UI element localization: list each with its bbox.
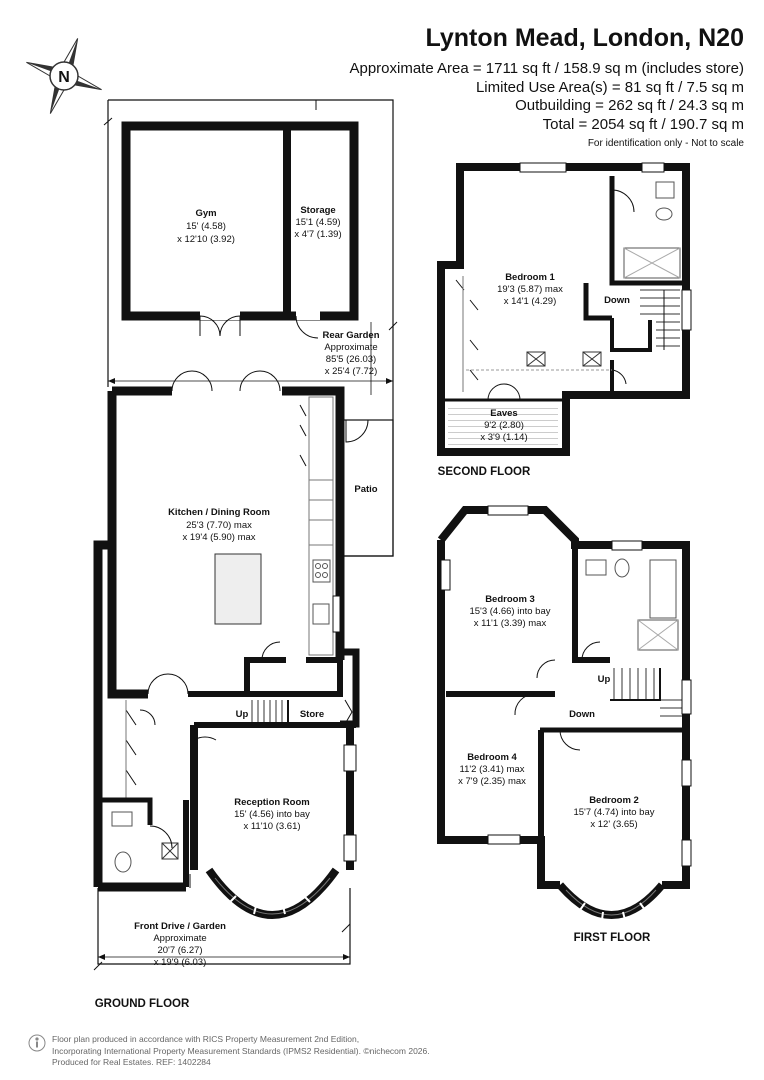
footer-line-2: Incorporating International Property Mea… xyxy=(52,1045,430,1056)
bedroom3-label: Bedroom 3 xyxy=(485,594,535,605)
eaves-dim1: 9'2 (2.80) xyxy=(484,420,524,431)
gym-dim1: 15' (4.58) xyxy=(186,221,226,232)
reception-dim2: x 11'10 (3.61) xyxy=(243,821,300,832)
kitchen-dim2: x 19'4 (5.90) max xyxy=(182,532,255,543)
first-down-label: Down xyxy=(569,709,595,720)
front-drive-dim1: 20'7 (6.27) xyxy=(157,945,202,956)
rear-garden-dim1: 85'5 (26.03) xyxy=(326,354,376,365)
page-title: Lynton Mead, London, N20 xyxy=(425,24,744,52)
second-floor-label: SECOND FLOOR xyxy=(438,466,531,478)
eaves-dim2: x 3'9 (1.14) xyxy=(480,432,527,443)
eaves-label: Eaves xyxy=(490,408,517,419)
compass-icon: N xyxy=(26,38,102,114)
storage-dim2: x 4'7 (1.39) xyxy=(294,229,341,240)
patio-label: Patio xyxy=(354,484,377,495)
ground-floor-plan: Gym 15' (4.58) x 12'10 (3.92) Storage 15… xyxy=(93,99,398,1010)
outbuilding-area-text: Outbuilding = 262 sq ft / 24.3 sq m xyxy=(515,97,744,114)
person-info-icon xyxy=(28,1034,46,1052)
footer-notes: Floor plan produced in accordance with R… xyxy=(52,1034,430,1069)
reception-label: Reception Room xyxy=(234,797,309,808)
kitchen-label: Kitchen / Dining Room xyxy=(168,507,270,518)
limited-use-area-text: Limited Use Area(s) = 81 sq ft / 7.5 sq … xyxy=(475,79,744,96)
bedroom4-dim2: x 7'9 (2.35) max xyxy=(458,776,526,787)
bedroom4-label: Bedroom 4 xyxy=(467,752,517,763)
bedroom3-dim2: x 11'1 (3.39) max xyxy=(474,618,547,629)
front-drive-dim2: x 19'9 (6.03) xyxy=(154,957,207,968)
bedroom1-dim2: x 14'1 (4.29) xyxy=(504,296,557,307)
reception-dim1: 15' (4.56) into bay xyxy=(234,809,310,820)
storage-dim1: 15'1 (4.59) xyxy=(295,217,340,228)
footer-line-3: Produced for Real Estates. REF: 1402284 xyxy=(52,1057,211,1067)
bedroom3-dim1: 15'3 (4.66) into bay xyxy=(469,606,550,617)
bedroom4-dim1: 11'2 (3.41) max xyxy=(459,764,524,775)
gym-label: Gym xyxy=(195,208,216,219)
bedroom2-label: Bedroom 2 xyxy=(589,795,639,806)
bedroom2-dim1: 15'7 (4.74) into bay xyxy=(573,807,654,818)
kitchen-dim1: 25'3 (7.70) max xyxy=(186,520,252,531)
bedroom1-label: Bedroom 1 xyxy=(505,272,555,283)
bedroom1-dim1: 19'3 (5.87) max xyxy=(497,284,563,295)
approximate-area-text: Approximate Area = 1711 sq ft / 158.9 sq… xyxy=(349,60,744,77)
gym-dim2: x 12'10 (3.92) xyxy=(177,234,235,245)
second-floor-plan: Bedroom 1 19'3 (5.87) max x 14'1 (4.29) … xyxy=(437,162,692,478)
front-drive-label: Front Drive / Garden xyxy=(134,921,226,932)
rear-garden-label: Rear Garden xyxy=(322,330,379,341)
first-floor-label: FIRST FLOOR xyxy=(574,932,651,944)
store-label: Store xyxy=(300,709,324,720)
second-down-label: Down xyxy=(604,295,630,306)
identification-note: For identification only - Not to scale xyxy=(587,138,744,149)
ground-floor-label: GROUND FLOOR xyxy=(95,998,190,1010)
ground-up-label: Up xyxy=(236,709,249,720)
first-floor-plan: Bedroom 3 15'3 (4.66) into bay x 11'1 (3… xyxy=(437,505,692,944)
rear-garden-dim2: x 25'4 (7.72) xyxy=(325,366,378,377)
front-drive-approx: Approximate xyxy=(153,933,206,944)
rear-garden-approx: Approximate xyxy=(324,342,377,353)
compass-letter: N xyxy=(58,69,70,86)
bedroom2-dim2: x 12' (3.65) xyxy=(590,819,637,830)
first-up-label: Up xyxy=(598,674,611,685)
total-area-text: Total = 2054 sq ft / 190.7 sq m xyxy=(542,116,744,133)
footer-line-1: Floor plan produced in accordance with R… xyxy=(52,1034,360,1044)
storage-label: Storage xyxy=(300,205,335,216)
